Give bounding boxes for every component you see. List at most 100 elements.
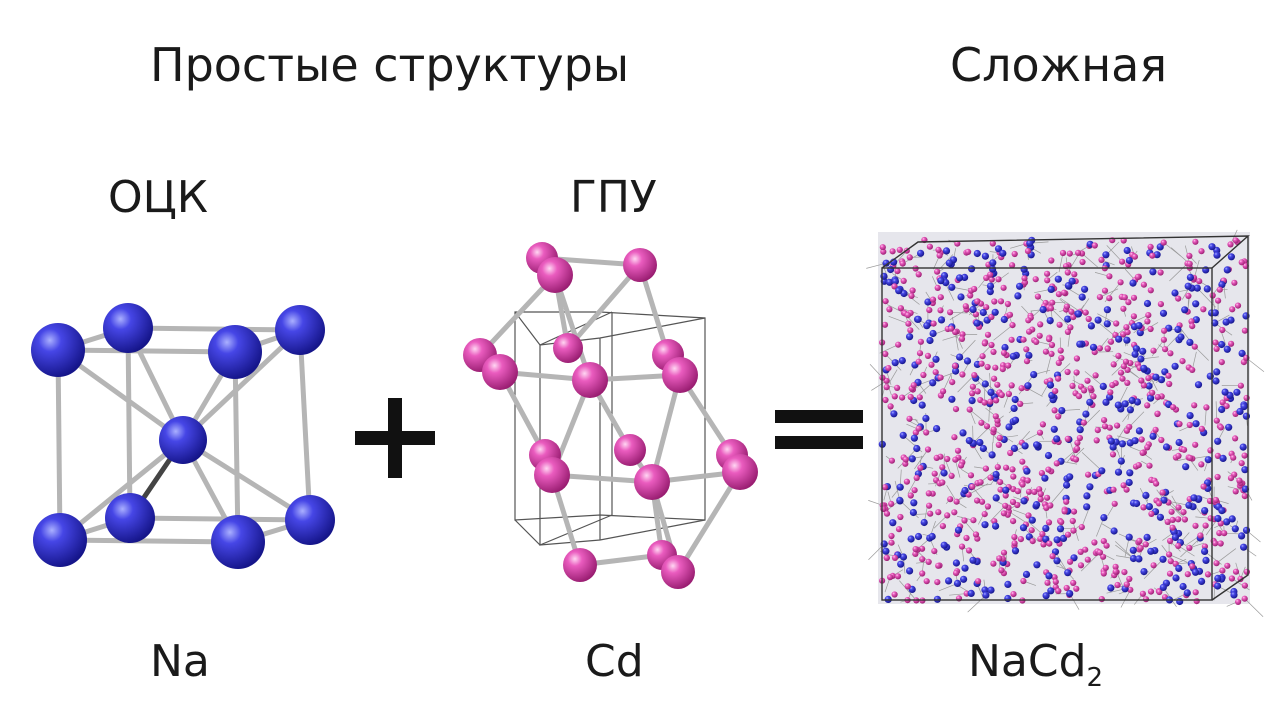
cd-atom bbox=[1063, 584, 1070, 592]
cd-atom bbox=[1074, 439, 1081, 446]
na-atom bbox=[1004, 580, 1012, 589]
na-atom bbox=[1047, 285, 1055, 293]
cd-atom bbox=[981, 510, 988, 518]
cd-atom bbox=[1167, 350, 1174, 357]
cd-atom bbox=[882, 298, 889, 305]
na-atom bbox=[1186, 273, 1194, 281]
cd-atom bbox=[1036, 332, 1043, 339]
cd-atom bbox=[1181, 516, 1188, 523]
cd-atom bbox=[959, 371, 966, 378]
cd-atom bbox=[880, 248, 887, 255]
cd-atom bbox=[891, 591, 898, 598]
cd-atom bbox=[537, 257, 573, 293]
cd-atom bbox=[1037, 535, 1044, 543]
cd-atom bbox=[908, 292, 915, 299]
cd-atom bbox=[1104, 345, 1111, 352]
na-atom bbox=[1222, 318, 1230, 326]
cd-atom bbox=[1091, 539, 1098, 546]
cd-atom bbox=[958, 335, 966, 342]
cd-atom bbox=[1215, 297, 1222, 304]
na-atom bbox=[1239, 443, 1247, 451]
cd-atom bbox=[1014, 501, 1021, 509]
cd-atom bbox=[1147, 287, 1154, 294]
cd-atom bbox=[969, 390, 976, 397]
cd-atom bbox=[1123, 486, 1130, 493]
cd-atom bbox=[1080, 419, 1087, 426]
na-atom bbox=[1204, 456, 1212, 464]
cd-atom bbox=[1007, 449, 1014, 457]
cd-atom bbox=[999, 366, 1006, 373]
cd-atom bbox=[926, 502, 933, 509]
cd-atom bbox=[1123, 581, 1130, 588]
na-atom bbox=[1230, 591, 1238, 599]
cd-atom bbox=[1186, 544, 1193, 552]
cd-atom bbox=[889, 248, 896, 255]
cd-atom bbox=[1092, 372, 1099, 379]
na-atom bbox=[1011, 395, 1019, 404]
complex-bond bbox=[1164, 330, 1184, 350]
cd-atom bbox=[1009, 498, 1017, 506]
na-atom bbox=[1140, 568, 1148, 576]
cd-atom bbox=[948, 472, 955, 479]
cd-atom bbox=[988, 276, 995, 283]
cd-atom bbox=[1034, 293, 1041, 300]
cd-atom bbox=[1237, 382, 1244, 389]
cd-atom bbox=[1023, 346, 1030, 353]
na-atom bbox=[1214, 437, 1222, 445]
na-atom bbox=[976, 438, 984, 447]
cd-atom bbox=[1008, 382, 1015, 389]
na-atom bbox=[981, 380, 989, 388]
cd-atom bbox=[935, 509, 942, 516]
cd-atom bbox=[1189, 323, 1196, 330]
na-atom bbox=[1086, 398, 1094, 406]
cd-atom bbox=[1167, 558, 1174, 565]
cd-atom bbox=[572, 362, 608, 398]
complex-bond bbox=[1128, 411, 1145, 428]
na-atom bbox=[1198, 577, 1206, 586]
cd-atom bbox=[1082, 309, 1089, 316]
cd-atom bbox=[1138, 436, 1145, 443]
cd-atom bbox=[949, 379, 956, 386]
cd-atom bbox=[1087, 385, 1094, 392]
na-atom bbox=[1218, 340, 1226, 349]
cd-atom bbox=[939, 479, 946, 486]
na-atom bbox=[1131, 437, 1139, 445]
na-atom bbox=[1140, 364, 1148, 372]
cd-atom bbox=[1071, 271, 1078, 278]
na-atom bbox=[1044, 451, 1053, 460]
cd-atom bbox=[1042, 348, 1049, 355]
cd-atom bbox=[1055, 413, 1062, 420]
cd-atom bbox=[886, 306, 893, 313]
cd-atom bbox=[1101, 423, 1109, 430]
cd-atom bbox=[1073, 585, 1080, 592]
cd-atom bbox=[1144, 318, 1151, 325]
na-atom bbox=[954, 526, 963, 534]
cd-atom bbox=[1064, 435, 1071, 442]
cd-atom bbox=[1073, 369, 1080, 376]
na-atom bbox=[1039, 306, 1047, 314]
complex-bond bbox=[1079, 409, 1101, 430]
cd-atom bbox=[1170, 404, 1177, 411]
label-na: Na bbox=[150, 636, 210, 687]
cd-atom bbox=[983, 423, 991, 430]
na-atom bbox=[882, 259, 890, 267]
na-atom bbox=[989, 259, 997, 267]
na-atom bbox=[940, 541, 948, 549]
na-atom bbox=[1041, 474, 1049, 482]
cd-atom bbox=[1000, 549, 1008, 556]
cd-atom bbox=[1150, 562, 1157, 569]
na-atom bbox=[992, 470, 1000, 479]
cd-atom bbox=[907, 492, 914, 499]
na-atom bbox=[907, 535, 915, 543]
cd-atom bbox=[885, 365, 892, 372]
cd-atom bbox=[937, 294, 944, 301]
na-atom bbox=[909, 508, 918, 517]
cd-atom bbox=[899, 394, 906, 401]
cd-atom bbox=[1217, 540, 1224, 547]
cd-atom bbox=[1058, 354, 1065, 362]
complex-bond bbox=[1081, 253, 1098, 268]
cd-atom bbox=[722, 454, 758, 490]
cd-atom bbox=[1037, 490, 1044, 498]
cd-atom bbox=[1161, 327, 1168, 334]
cd-atom bbox=[979, 353, 986, 360]
